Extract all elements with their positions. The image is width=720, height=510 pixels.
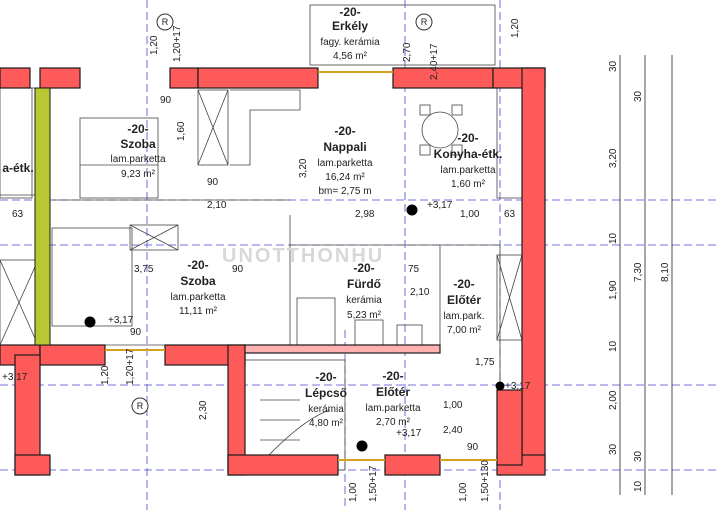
dim-r-810: 8,10: [660, 262, 671, 282]
dim-270: 2,70: [402, 42, 413, 62]
nappali-name: Nappali: [323, 140, 366, 154]
dim-r-200: 2,00: [608, 390, 619, 410]
eloter2-floor: lam.parketta: [365, 403, 420, 414]
eloter2-area: 2,70 m²: [376, 417, 411, 428]
lepcso-area: 4,80 m²: [309, 418, 344, 429]
dim-r-30c: 30: [608, 443, 619, 455]
dim-r-10: 10: [608, 232, 619, 244]
dim-r-10c: 10: [633, 480, 644, 492]
dim-90d: 90: [232, 264, 244, 275]
erkely-name: Erkély: [332, 19, 368, 33]
dim-120: 1,20: [149, 35, 160, 55]
dim-bottom-100b: 1,00: [458, 482, 469, 502]
furdo-floor: kerámia: [346, 295, 382, 306]
szoba1-name: Szoba: [120, 137, 156, 151]
szoba2-floor: lam.parketta: [170, 292, 225, 303]
dim-240: 2,40: [443, 425, 463, 436]
dim-100a: 1,00: [460, 209, 480, 220]
dim-120c: 1,20: [100, 365, 111, 385]
furdo-level: -20-: [353, 261, 374, 275]
furdo-name: Fürdő: [347, 277, 381, 291]
szoba2-name: Szoba: [180, 274, 216, 288]
dim-320: 3,20: [298, 158, 309, 178]
dim-150b: 1,50+130: [480, 460, 491, 502]
north-marker-2: R: [421, 17, 428, 27]
dim-317c: +3,17: [396, 428, 422, 439]
dim-2017b: 1,20+17: [125, 348, 136, 385]
dim-r-30d: 30: [633, 450, 644, 462]
dim-210c: 2,10: [410, 287, 430, 298]
dim-375: 3,75: [134, 264, 154, 275]
dimension-chain: [619, 55, 673, 495]
dim-r-10b: 10: [608, 340, 619, 352]
dim-r-190: 1,90: [608, 280, 619, 300]
dim-120b: 1,20: [510, 18, 521, 38]
dim-298: 2,98: [355, 209, 375, 220]
szoba2-level: -20-: [187, 258, 208, 272]
szoba1-level: -20-: [127, 122, 148, 136]
dim-75: 75: [408, 264, 420, 275]
dim-63a: 63: [12, 209, 24, 220]
dim-210a: 2,10: [207, 200, 227, 211]
dim-r-30b: 30: [633, 90, 644, 102]
dim-317a: +3,17: [427, 200, 453, 211]
dim-160: 1,60: [176, 121, 187, 141]
eloter1-floor: lam.park.: [443, 311, 484, 322]
dim-175: 1,75: [475, 357, 495, 368]
konyha-level: -20-: [457, 131, 478, 145]
dim-63b: 63: [504, 209, 516, 220]
dim-240b: 2,40+17: [429, 43, 440, 80]
north-marker-3: R: [137, 401, 144, 411]
lepcso-name: Lépcső: [305, 386, 347, 400]
north-marker-1: R: [162, 17, 169, 27]
furdo-area: 5,23 m²: [347, 310, 382, 321]
dim-100c: 1,00: [443, 400, 463, 411]
eloter2-level: -20-: [382, 369, 403, 383]
eloter1-area: 7,00 m²: [447, 325, 482, 336]
dim-bottom-100a: 1,00: [348, 482, 359, 502]
erkely-floor: fagy. kerámia: [320, 37, 380, 48]
lepcso-floor: kerámia: [308, 404, 344, 415]
szoba1-floor: lam.parketta: [110, 154, 165, 165]
partition-wall: [34, 87, 51, 346]
nappali-area: 16,24 m²: [325, 172, 365, 183]
dim-90b: 90: [207, 177, 219, 188]
szoba1-area: 9,23 m²: [121, 169, 156, 180]
lepcso-level: -20-: [315, 370, 336, 384]
konyha-area: 1,60 m²: [451, 179, 486, 190]
watermark: UNOTTHONHU: [222, 245, 384, 267]
dim-317b: +3,17: [108, 315, 134, 326]
nappali-extra: bm= 2,75 m: [318, 186, 371, 197]
dim-230: 2,30: [198, 400, 209, 420]
szoba2-area: 11,11 m²: [179, 306, 218, 317]
dim-90e: 90: [467, 442, 479, 453]
dim-90a: 90: [160, 95, 172, 106]
konyha-floor: lam.parketta: [440, 165, 495, 176]
dim-317d: +3,17: [505, 381, 531, 392]
walls: [0, 67, 546, 476]
eloter1-level: -20-: [453, 277, 474, 291]
dim-r-30: 30: [608, 60, 619, 72]
dim-150: 1,50+17: [368, 465, 379, 502]
level-markers: [84, 204, 505, 452]
nappali-floor: lam.parketta: [317, 158, 372, 169]
erkely-level: -20-: [339, 5, 360, 19]
dim-317e: +3,17: [2, 372, 28, 383]
konyha-left-name: a-étk.: [2, 161, 33, 175]
openings: [105, 71, 497, 461]
erkely-area: 4,56 m²: [333, 51, 368, 62]
konyha-name: Konyha-étk.: [434, 147, 503, 161]
dim-90c: 90: [130, 327, 142, 338]
dim-r-730: 7,30: [633, 262, 644, 282]
nappali-level: -20-: [334, 124, 355, 138]
eloter1-name: Előtér: [447, 293, 481, 307]
north-markers: [131, 13, 433, 415]
dim-2017a: 1,20+17: [172, 25, 183, 62]
eloter2-name: Előtér: [376, 385, 410, 399]
dim-r-320: 3,20: [608, 148, 619, 168]
